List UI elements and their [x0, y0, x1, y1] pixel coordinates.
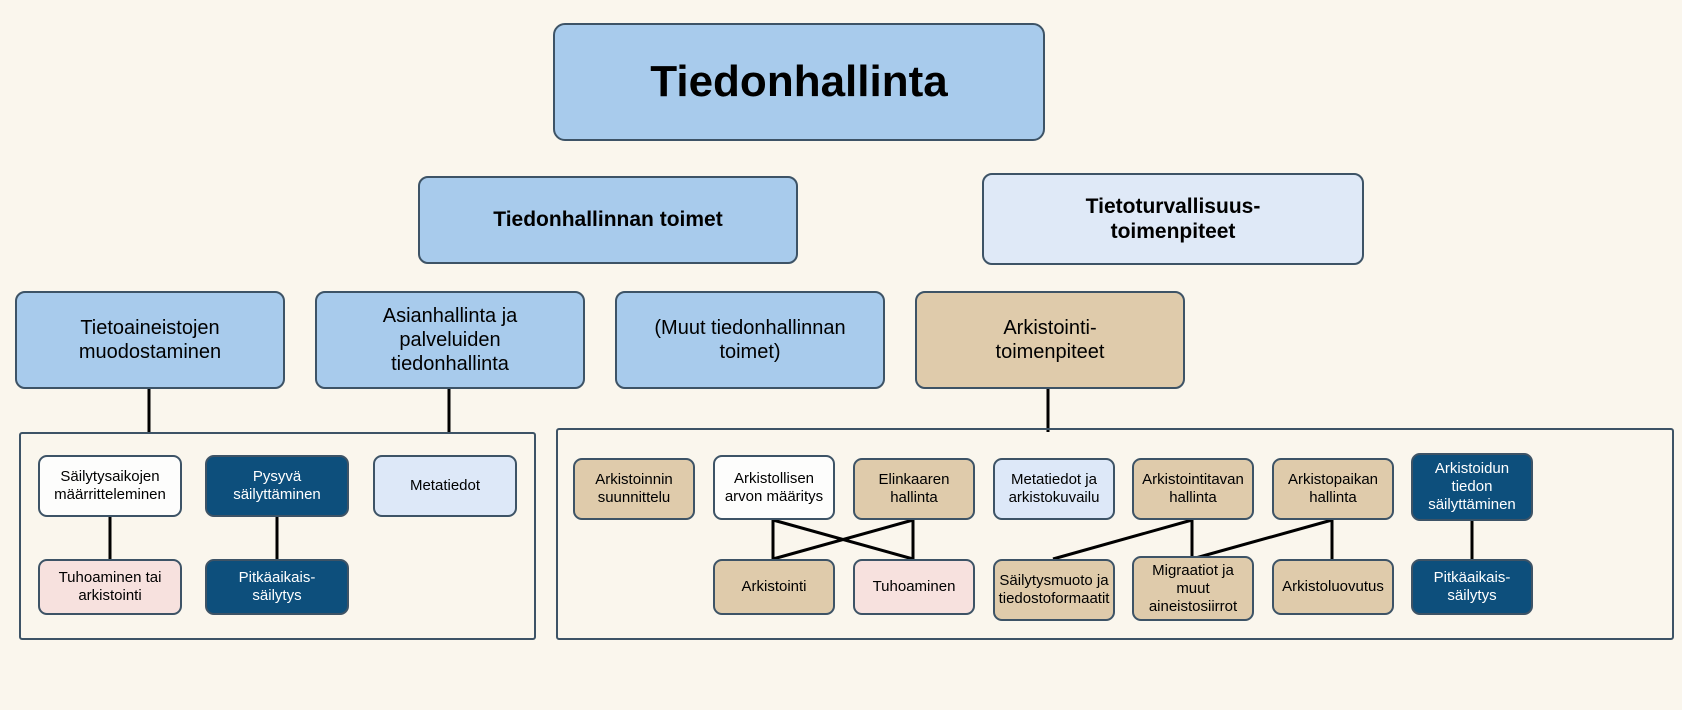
leaf-arkistoluovutus[interactable]: Arkistoluovutus	[1272, 559, 1394, 615]
leaf-tuhoaminen[interactable]: Tuhoaminen	[853, 559, 975, 615]
leaf-arkistollisen-arvon-maaritys[interactable]: Arkistollisen arvon määritys	[713, 455, 835, 520]
leaf-arkistointitavan-hallinta[interactable]: Arkistointitavan hallinta	[1132, 458, 1254, 520]
leaf-metatiedot-ja-arkistokuvailu[interactable]: Metatiedot ja arkistokuvailu	[993, 458, 1115, 520]
leaf-arkistointi[interactable]: Arkistointi	[713, 559, 835, 615]
node-muut-tiedonhallinnan-toimet[interactable]: (Muut tiedonhallinnan toimet)	[615, 291, 885, 389]
leaf-sailytysaikojen-maaritteleminen[interactable]: Säilytysaikojen määrritteleminen	[38, 455, 182, 517]
group-tiedonhallinnan-toimet-details	[19, 432, 536, 640]
leaf-arkistoidun-tiedon-sailyttaminen[interactable]: Arkistoidun tiedon säilyttäminen	[1411, 453, 1533, 521]
leaf-migraatiot-ja-muut-aineistosiirrot[interactable]: Migraatiot ja muut aineistosiirrot	[1132, 556, 1254, 621]
leaf-elinkaaren-hallinta[interactable]: Elinkaaren hallinta	[853, 458, 975, 520]
leaf-sailytysmuoto-ja-tiedostoformaatit[interactable]: Säilytysmuoto ja tiedostoformaatit	[993, 559, 1115, 621]
leaf-pitkaaikaissailytys-right[interactable]: Pitkäaikais- säilytys	[1411, 559, 1533, 615]
leaf-tuhoaminen-tai-arkistointi[interactable]: Tuhoaminen tai arkistointi	[38, 559, 182, 615]
leaf-arkistoinnin-suunnittelu[interactable]: Arkistoinnin suunnittelu	[573, 458, 695, 520]
leaf-arkistopaikan-hallinta[interactable]: Arkistopaikan hallinta	[1272, 458, 1394, 520]
leaf-pysyva-sailyttaminen[interactable]: Pysyvä säilyttäminen	[205, 455, 349, 517]
leaf-metatiedot[interactable]: Metatiedot	[373, 455, 517, 517]
leaf-pitkaaikaissailytys-left[interactable]: Pitkäaikais- säilytys	[205, 559, 349, 615]
node-tietoturvallisuus-toimenpiteet[interactable]: Tietoturvallisuus- toimenpiteet	[982, 173, 1364, 265]
node-tiedonhallinnan-toimet[interactable]: Tiedonhallinnan toimet	[418, 176, 798, 264]
node-tietoaineistojen-muodostaminen[interactable]: Tietoaineistojen muodostaminen	[15, 291, 285, 389]
node-arkistointi-toimenpiteet[interactable]: Arkistointi- toimenpiteet	[915, 291, 1185, 389]
node-asianhallinta-ja-palveluiden-tiedonhallinta[interactable]: Asianhallinta ja palveluiden tiedonhalli…	[315, 291, 585, 389]
node-root-tiedonhallinta[interactable]: Tiedonhallinta	[553, 23, 1045, 141]
group-arkistointi-toimenpiteet-details	[556, 428, 1674, 640]
